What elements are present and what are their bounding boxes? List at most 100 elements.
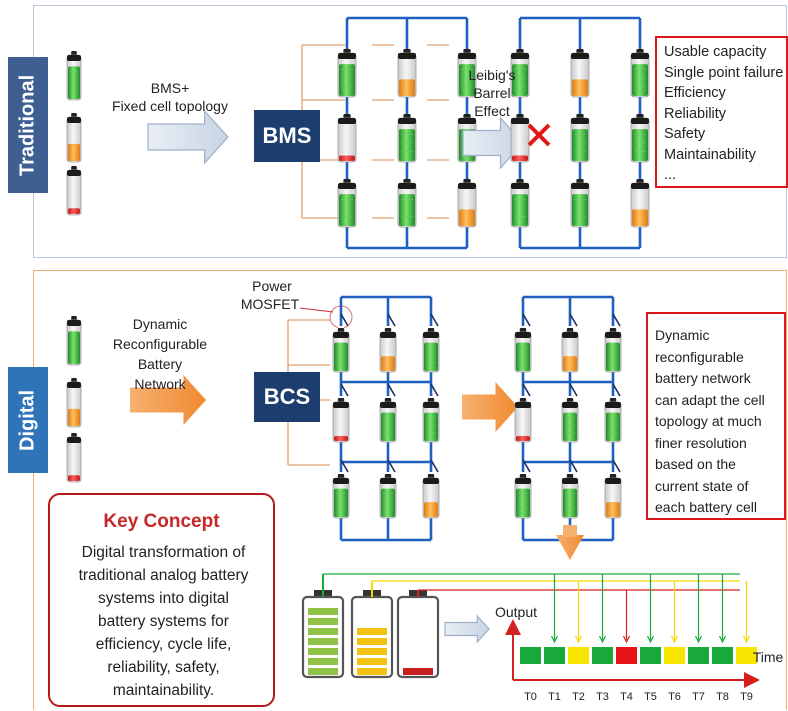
dig-arrow-line3: Battery [137,356,183,372]
slot-arrowhead [574,635,583,644]
mosfet-pointer [299,307,334,313]
battery-cap [338,118,356,124]
left-battery-half [66,378,82,428]
timeline-tick: T8 [716,691,729,703]
network-battery [397,49,417,98]
dig-arrow-line4: Network [134,376,186,392]
effect-line2: Barrel [473,85,511,101]
battery-charge [334,488,348,517]
left-battery-full [66,51,82,101]
timeline-tick: T3 [596,691,609,703]
network-battery [397,114,417,163]
mosfet-switch [430,383,439,397]
battery-charge [516,342,530,371]
pack-level [308,638,338,645]
battery-charge [334,342,348,371]
network-battery [514,328,532,373]
battery-charge [572,129,588,161]
issue-item: Safety [664,126,706,142]
down-arrow-stem [563,525,577,537]
battery-cap [571,53,589,59]
mosfet-switch [387,313,396,327]
mosfet-switch [522,459,531,473]
battery-cap [338,53,356,59]
description-line: topology at much [655,413,762,429]
key-concept-line: traditional analog battery [78,567,249,584]
mosfet-switch [569,459,578,473]
trad-arrow-line2: Fixed cell topology [112,98,228,114]
battery-cap [423,478,439,484]
battery-charge [339,64,355,96]
network-battery [332,328,350,373]
network-battery [570,49,590,98]
mosfet-switch [612,383,621,397]
network-battery [630,49,650,98]
network-battery [379,474,397,519]
battery-cap [67,55,81,61]
battery-charge [563,356,577,371]
key-concept-line: systems into digital [98,590,229,607]
issue-item: Maintainability [664,146,756,163]
network-battery [561,398,579,443]
battery-cap [631,53,649,59]
timeline-tick: T1 [548,691,561,703]
network-battery [514,474,532,519]
battery-charge [632,64,648,96]
battery-cap [67,117,81,123]
network-battery [604,328,622,373]
battery-cap [562,402,578,408]
mosfet-switch [522,313,531,327]
battery-charge [424,342,438,371]
network-battery [337,114,357,163]
key-concept-body: Digital transformation of traditional an… [54,541,273,702]
pack-battery [396,590,440,679]
timeline-tick: T5 [644,691,657,703]
pack-body [396,595,440,679]
battery-charge [381,488,395,517]
battery-charge [563,488,577,517]
network-battery [570,114,590,163]
effect-line1: Leibig's [468,67,516,83]
description-box: Dynamic reconfigurable battery network c… [646,312,786,520]
battery-body [66,436,82,483]
output-label: Output [494,604,538,620]
battery-cap [333,402,349,408]
mosfet-line1: Power [252,278,292,294]
network-battery [457,179,477,228]
network-battery [561,328,579,373]
battery-charge [632,129,648,161]
battery-cap [631,183,649,189]
mosfet-switch [340,313,349,327]
battery-charge [512,64,528,96]
mosfet-switch [430,313,439,327]
battery-cap [338,183,356,189]
description-line: reconfigurable [655,348,744,365]
key-concept-line: efficiency, cycle life, [95,636,232,653]
network-battery [379,328,397,373]
pack-level [357,658,387,665]
battery-cap [333,332,349,338]
network-battery [422,474,440,519]
battery-body [337,117,357,163]
timeline-slot [664,647,685,664]
battery-charge [68,208,80,214]
battery-cap [511,53,529,59]
issues-box: Usable capacity Single point failure Eff… [655,36,788,188]
dig-arrow-line1: Dynamic [132,316,188,332]
battery-charge [572,194,588,226]
mosfet-switch [340,459,349,473]
mosfet-switch [612,313,621,327]
battery-charge [563,412,577,441]
battery-cap [515,478,531,484]
network-battery [332,474,350,519]
bms-box: BMS [254,110,320,162]
timeline-tick: T9 [740,691,753,703]
battery-cap [511,118,529,124]
key-concept-box: Key Concept Digital transformation of tr… [48,493,275,707]
battery-charge [399,194,415,226]
pack-level [308,658,338,665]
timeline-tick: T0 [524,691,537,703]
mosfet-switch [430,459,439,473]
battery-cap [423,332,439,338]
slot-arrowhead [598,635,607,644]
